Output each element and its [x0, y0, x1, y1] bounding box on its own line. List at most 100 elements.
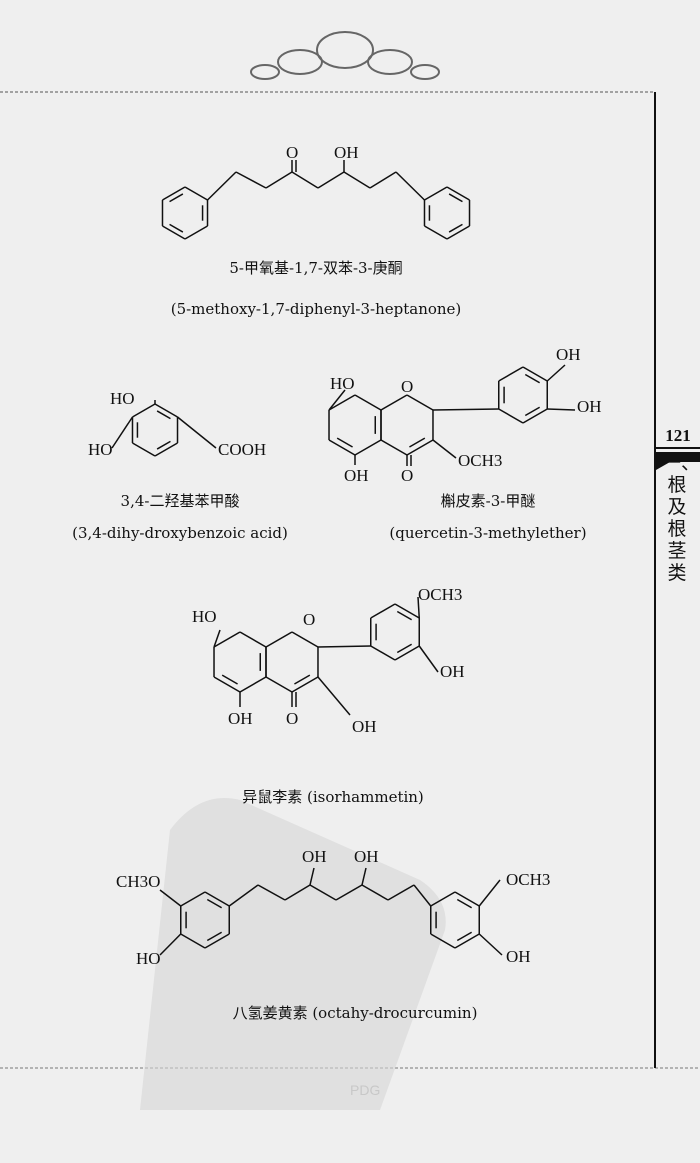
bond — [448, 193, 463, 203]
bond — [265, 171, 293, 189]
bond — [369, 171, 397, 189]
bond — [154, 403, 178, 418]
bond — [387, 884, 415, 901]
bond — [336, 437, 353, 448]
atom-label: OH — [352, 717, 377, 736]
page-number: 121 — [665, 426, 691, 445]
bond — [522, 408, 548, 424]
bond — [294, 674, 311, 685]
bond — [156, 440, 171, 450]
bond — [456, 898, 473, 909]
bond — [343, 171, 371, 189]
atom-label: OH — [354, 847, 379, 866]
watermark-text: PDG — [350, 1082, 380, 1098]
bond — [328, 394, 356, 411]
atom-label: OH — [506, 947, 531, 966]
atom-label: OH — [440, 662, 465, 681]
bond — [370, 645, 396, 661]
header-ornament — [250, 31, 440, 80]
bond — [309, 884, 337, 901]
bond — [394, 603, 420, 619]
bond — [169, 223, 184, 233]
bond — [478, 879, 501, 907]
bond — [454, 933, 480, 949]
ornament-loop — [250, 64, 280, 80]
bond — [328, 439, 356, 456]
structure-bonds — [111, 160, 576, 956]
bond — [524, 373, 541, 384]
ornament-loop — [410, 64, 440, 80]
bond — [446, 225, 470, 240]
bond — [265, 676, 293, 693]
bond — [309, 867, 315, 886]
bond — [424, 225, 448, 240]
compound-name-en: (3,4-dihy-droxybenzoic acid) — [72, 524, 288, 542]
bond — [335, 884, 363, 901]
bond — [380, 439, 408, 456]
bond — [432, 408, 499, 411]
compound-name-en: (quercetin-3-methylether) — [389, 524, 586, 542]
bond — [204, 933, 230, 949]
bond — [395, 171, 426, 201]
bond — [221, 674, 238, 685]
bond — [291, 631, 319, 648]
bond — [406, 394, 434, 411]
atom-label: OCH3 — [506, 870, 550, 889]
atom-label: CH3O — [116, 872, 160, 891]
watermark-seal — [140, 798, 446, 1110]
bond — [204, 891, 230, 907]
bond — [409, 437, 426, 448]
bond — [417, 596, 420, 619]
bond — [380, 394, 408, 411]
bond — [213, 631, 241, 648]
compound-name-cn: 槲皮素-3-甲醚 — [441, 492, 536, 510]
bond — [498, 366, 524, 382]
bond — [180, 891, 206, 907]
bond — [361, 884, 389, 901]
bond — [291, 171, 319, 189]
bond — [498, 408, 524, 424]
bond — [159, 889, 182, 907]
bond — [291, 676, 319, 693]
atom-label: HO — [110, 389, 135, 408]
atom-label: O — [286, 143, 298, 162]
bond — [184, 186, 208, 201]
bond — [239, 631, 267, 648]
atom-label: HO — [192, 607, 217, 626]
bond — [213, 676, 241, 693]
bond — [156, 410, 171, 420]
bond — [406, 439, 434, 456]
atom-label: OH — [302, 847, 327, 866]
bond — [317, 645, 371, 648]
atom-label: OH — [556, 345, 581, 364]
bond — [317, 171, 345, 189]
bond — [328, 389, 346, 411]
atom-label: OH — [228, 709, 253, 728]
bond — [454, 891, 480, 907]
atom-label: OH — [344, 466, 369, 485]
bond — [396, 643, 413, 654]
bond — [446, 186, 470, 201]
bond — [239, 676, 267, 693]
atom-label: O — [303, 610, 315, 629]
bond — [546, 364, 566, 382]
bond — [213, 629, 221, 648]
bond — [394, 645, 420, 661]
bond — [228, 884, 259, 907]
bond — [132, 442, 156, 457]
bond — [235, 171, 267, 189]
atom-label: HO — [330, 374, 355, 393]
bond — [522, 366, 548, 382]
compound-name-cn: 3,4-二羟基苯甲酸 — [121, 492, 240, 510]
atom-label: HO — [136, 949, 161, 968]
ornament-loop — [316, 31, 374, 69]
bond — [162, 186, 186, 201]
atom-label: OH — [334, 143, 359, 162]
bond — [206, 931, 223, 942]
compound-name: 异鼠李素 (isorhammetin) — [242, 788, 424, 806]
bond — [169, 193, 184, 203]
bond — [396, 610, 413, 621]
bond — [547, 408, 576, 411]
bond — [184, 225, 208, 240]
